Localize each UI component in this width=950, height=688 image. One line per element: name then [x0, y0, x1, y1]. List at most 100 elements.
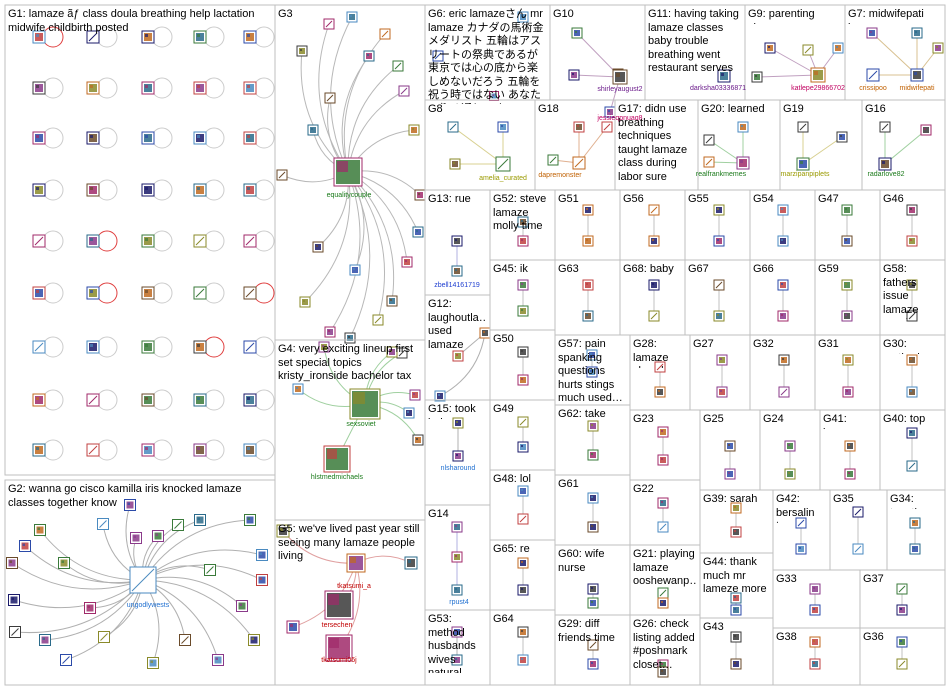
group-label-g39: G39: sarah [703, 493, 758, 505]
vertex-g7-127 [932, 42, 944, 54]
vertex-g23-219 [657, 454, 669, 466]
group-label-g52: G52: steve lamaze molly time [493, 193, 547, 232]
vertex-g31-206 [842, 354, 854, 366]
vertex-g67-191 [713, 310, 725, 322]
group-frame-g42 [772, 489, 831, 571]
self-loop [96, 230, 118, 252]
group-label-g35: G35 [833, 493, 854, 505]
vertex-g45-163 [517, 305, 529, 317]
vertex-g18-135 [573, 121, 585, 133]
group-label-g37: G37 [863, 573, 884, 585]
self-loop [253, 127, 275, 149]
self-loop [151, 336, 173, 358]
group-label-g12: G12: laughoutla… used lamaze [428, 298, 487, 351]
vertex-g18-137 [572, 156, 586, 170]
vertex-g4-99 [412, 434, 424, 446]
vertex-g50-164 [517, 346, 529, 358]
vertex-g19-143 [836, 131, 848, 143]
group-label-g23: G23 [633, 413, 654, 425]
vertex-g1-9 [193, 81, 207, 95]
vertex-g54-180 [777, 204, 789, 216]
vertex-g57-198 [586, 349, 598, 361]
vertex-label-ungodlywests: ungodlywests [127, 602, 170, 609]
vertex-g5-103 [276, 524, 290, 538]
group-label-g68: G68: baby [623, 263, 674, 275]
vertex-g56-176 [648, 204, 660, 216]
vertex-label-zbell14161719: zbell14161719 [434, 282, 480, 289]
vertex-g8-133 [495, 156, 511, 172]
self-loop [151, 127, 173, 149]
group-label-g45: G45: ik [493, 263, 528, 275]
self-loop [96, 127, 118, 149]
vertex-g25-220 [724, 440, 736, 452]
vertex-label-darksha03336871: darksha03336871 [690, 85, 746, 92]
vertex-g9-121 [832, 42, 844, 54]
vertex-g1-23 [141, 234, 155, 248]
vertex-g65-170 [517, 557, 529, 569]
vertex-g1-1 [32, 30, 46, 44]
vertex-g3-74 [307, 124, 319, 136]
self-loop [42, 336, 64, 358]
vertex-g3-80 [363, 50, 375, 62]
group-label-g29: G29: diff friends time [558, 618, 615, 644]
vertex-g10-118 [612, 69, 628, 85]
vertex-g39-234 [730, 502, 742, 514]
vertex-g28-201 [654, 386, 666, 398]
vertex-g3-76 [299, 296, 311, 308]
vertex-g2-60 [172, 519, 184, 531]
vertex-g47-183 [841, 235, 853, 247]
group-label-g28: G28: lamaze class boys [633, 338, 684, 368]
group-frame-layer [4, 4, 946, 686]
vertex-g29-216 [587, 639, 599, 651]
vertex-g31-207 [842, 386, 854, 398]
vertex-g42-236 [795, 517, 807, 529]
vertex-g64-172 [517, 626, 529, 638]
vertex-g1-42 [86, 443, 100, 457]
vertex-g2-70 [39, 634, 51, 646]
vertex-g6-111 [517, 11, 529, 23]
vertex-g7-126 [911, 27, 923, 39]
group-label-g27: G27 [693, 338, 714, 350]
vertex-g1-26 [32, 286, 46, 300]
vertex-g57-199 [586, 366, 598, 378]
edge [347, 171, 386, 321]
vertex-label-marzipanpiplets: marzipanpiplets [780, 171, 830, 178]
vertex-label-tkatsumi06j: tkatsumi06j [321, 657, 357, 664]
vertex-g26-233 [657, 666, 669, 678]
edge [24, 545, 144, 584]
vertex-g2-65 [236, 600, 248, 612]
edge [573, 74, 621, 78]
group-label-g54: G54 [753, 193, 774, 205]
vertex-g3-79 [346, 11, 358, 23]
group-frame-g41 [819, 409, 881, 491]
vertex-g1-4 [193, 30, 207, 44]
vertex-g33-246 [809, 583, 821, 595]
vertex-g20-138 [703, 134, 715, 146]
vertex-g48-168 [517, 485, 529, 497]
vertex-g50-165 [517, 374, 529, 386]
group-label-g58: G58: fathers issue lamaze psychopro… [883, 263, 942, 319]
self-loop [203, 179, 225, 201]
vertex-g2-55 [98, 631, 110, 643]
vertex-g14-157 [451, 584, 463, 596]
vertex-g1-16 [32, 183, 46, 197]
vertex-g3-86 [401, 256, 413, 268]
self-loop [42, 77, 64, 99]
vertex-label-rpust4: rpust4 [449, 599, 469, 606]
vertex-g9-123 [810, 67, 826, 83]
vertex-g22-229 [657, 521, 669, 533]
vertex-g2-71 [129, 566, 157, 594]
group-label-g48: G48: lol [493, 473, 531, 485]
vertex-g1-36 [32, 393, 46, 407]
group-label-g15: G15: took baby [428, 403, 476, 419]
self-loop [42, 282, 64, 304]
vertex-g3-77 [323, 18, 335, 30]
vertex-g63-186 [582, 279, 594, 291]
vertex-g25-221 [724, 468, 736, 480]
self-loop [203, 336, 225, 358]
vertex-g2-58 [147, 657, 159, 669]
group-label-g59: G59 [818, 263, 839, 275]
self-loop [151, 179, 173, 201]
vertex-g24-223 [784, 468, 796, 480]
